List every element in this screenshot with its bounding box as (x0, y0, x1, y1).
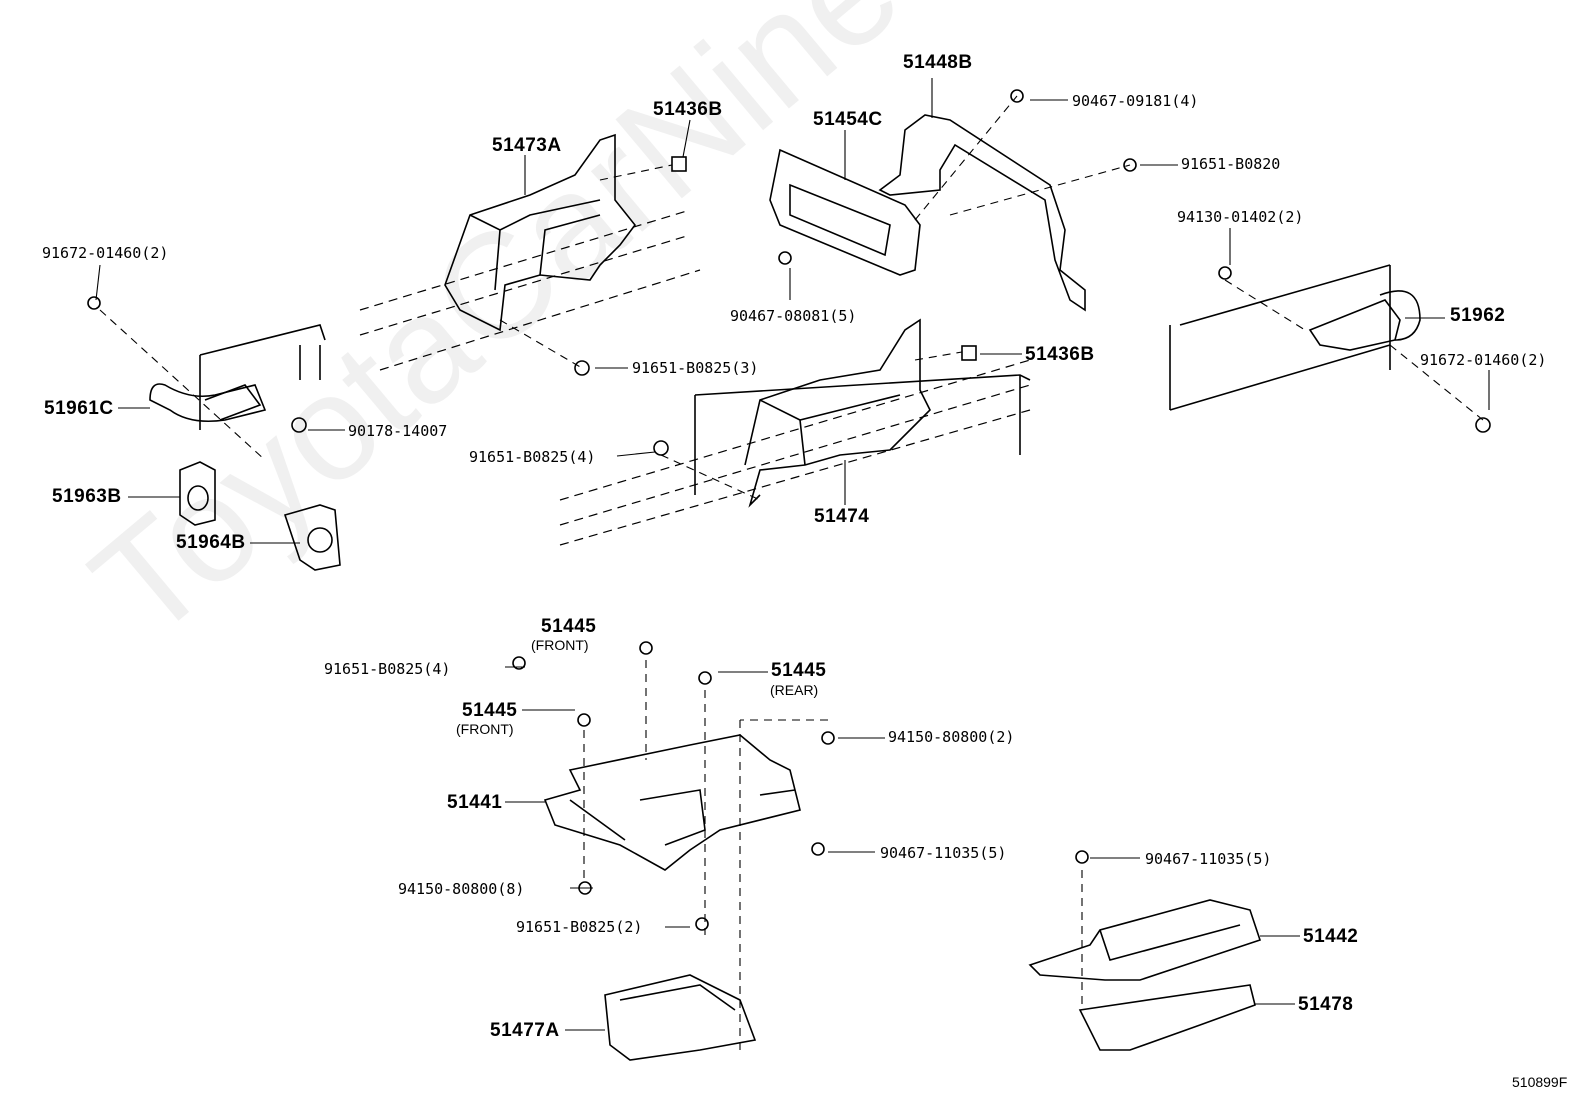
label-91672-01460-right: 91672-01460(2) (1420, 351, 1547, 369)
label-91651-b0825-2: 91651-B0825(2) (516, 918, 643, 936)
leader-lines (95, 78, 1490, 1031)
bracket-51448b-shape (878, 114, 1086, 312)
label-51445-front-mid-note: (FRONT) (456, 721, 514, 737)
assembly-lines (99, 95, 1484, 1055)
label-90467-08081: 90467-08081(5) (730, 307, 857, 325)
bracket-51473a-shape (444, 133, 637, 332)
label-51445-front-top-note: (FRONT) (531, 637, 589, 653)
left-rail-end (199, 324, 326, 430)
label-51445-front-top: 51445 (541, 616, 597, 637)
label-51964b: 51964B (176, 532, 246, 553)
label-90467-11035-b: 90467-11035(5) (1145, 850, 1272, 868)
label-94150-80800-8: 94150-80800(8) (398, 880, 525, 898)
cover-51477a-shape (604, 974, 757, 1061)
skidplate-51442-shape (1028, 899, 1262, 981)
label-51436b-mid: 51436B (1025, 344, 1095, 365)
skidplate-51441-shape (543, 734, 801, 871)
label-94150-80800-2: 94150-80800(2) (888, 728, 1015, 746)
label-91672-01460-left: 91672-01460(2) (42, 244, 169, 262)
right-rail-block (1169, 264, 1391, 411)
label-51436b-top: 51436B (653, 99, 723, 120)
label-51441: 51441 (447, 792, 503, 813)
label-51445-rear: 51445 (771, 660, 827, 681)
plate-51964b-shape (283, 504, 341, 571)
label-51448b: 51448B (903, 52, 973, 73)
fasteners (87, 89, 1491, 931)
label-51442: 51442 (1303, 926, 1359, 947)
label-51473a: 51473A (492, 135, 562, 156)
label-94130-01402: 94130-01402(2) (1177, 208, 1304, 226)
label-51477a: 51477A (490, 1020, 560, 1041)
label-51961c: 51961C (44, 398, 114, 419)
cover-51478-shape (1078, 984, 1256, 1051)
label-51963b: 51963B (52, 486, 122, 507)
label-51478: 51478 (1298, 994, 1354, 1015)
label-91651-b0825-4a: 91651-B0825(4) (469, 448, 596, 466)
center-rail-block (694, 374, 1031, 495)
label-90467-09181: 90467-09181(4) (1072, 92, 1199, 110)
plate-51963b-shape (179, 461, 216, 526)
label-91651-b0825-4b: 91651-B0825(4) (324, 660, 451, 678)
plate-51454c-shape (769, 148, 921, 276)
label-51445-rear-note: (REAR) (770, 682, 819, 698)
reference-code: 510899F (1512, 1074, 1568, 1090)
frame-rails-upper (359, 209, 1031, 546)
label-91651-b0820: 91651-B0820 (1181, 155, 1281, 173)
label-51445-front-mid: 51445 (462, 700, 518, 721)
bracket-51474-shape (744, 318, 931, 508)
label-90178-14007: 90178-14007 (348, 422, 448, 440)
label-90467-11035-a: 90467-11035(5) (880, 844, 1007, 862)
label-51454c: 51454C (813, 109, 883, 130)
hook-51962-shape (1308, 290, 1421, 351)
hook-51961c-shape (149, 383, 267, 423)
label-51962: 51962 (1450, 305, 1506, 326)
label-51474: 51474 (814, 506, 870, 527)
label-91651-b0825-3: 91651-B0825(3) (632, 359, 759, 377)
